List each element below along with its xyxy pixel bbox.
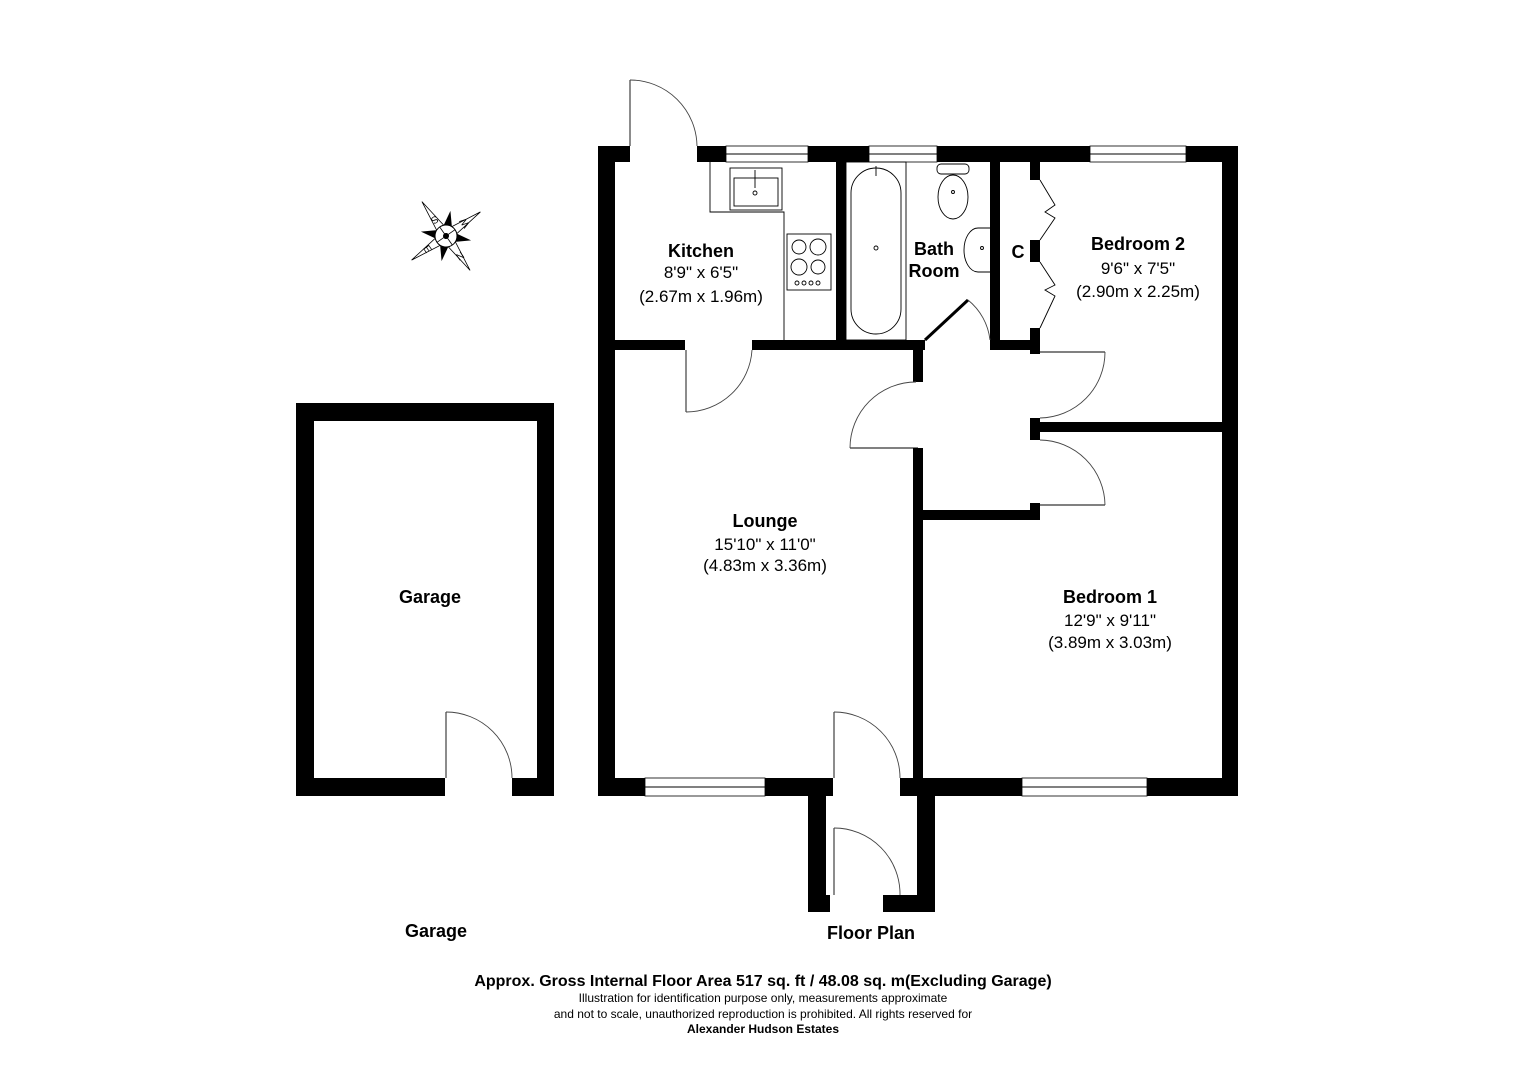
lounge-door xyxy=(849,381,918,449)
hob-icon xyxy=(786,233,832,291)
kitchen-counter xyxy=(709,162,785,340)
bedroom2-door xyxy=(1039,351,1106,419)
floor-area: Approx. Gross Internal Floor Area 517 sq… xyxy=(474,973,1051,990)
bathroom-door xyxy=(923,298,991,342)
kitchen-door xyxy=(685,349,753,413)
bedroom1-metric: (3.89m x 3.03m) xyxy=(1048,633,1172,652)
bathroom-label: Bath Room xyxy=(909,239,960,281)
bedroom1-label: Bedroom 1 12'9" x 9'11" (3.89m x 3.03m) xyxy=(1048,587,1172,652)
bedroom1-name: Bedroom 1 xyxy=(1063,587,1157,607)
footer: Approx. Gross Internal Floor Area 517 sq… xyxy=(474,973,1051,1036)
entrance-outer-door xyxy=(833,827,901,896)
entrance-inner-door xyxy=(833,711,901,779)
interior-walls xyxy=(598,146,1238,778)
bedroom2-metric: (2.90m x 2.25m) xyxy=(1076,282,1200,301)
bedroom1-imperial: 12'9" x 9'11" xyxy=(1064,611,1156,630)
floor-plan-title: Floor Plan xyxy=(827,923,915,943)
toilet-icon xyxy=(936,163,970,220)
bathtub-icon xyxy=(845,161,907,341)
bedroom1-door xyxy=(1039,439,1106,506)
compass-rose-icon: S N E W xyxy=(411,201,481,271)
bathroom-name-1: Bath xyxy=(914,239,954,259)
garage-walls xyxy=(296,403,554,796)
disclaimer-line-2: and not to scale, unauthorized reproduct… xyxy=(554,1007,972,1021)
disclaimer-line-1: Illustration for identification purpose … xyxy=(579,991,948,1005)
cupboard-bifold-doors xyxy=(1039,179,1056,329)
cupboard-label: C xyxy=(1012,242,1025,262)
garage-room-label: Garage xyxy=(399,587,461,607)
bedroom2-imperial: 9'6" x 7'5" xyxy=(1101,259,1175,278)
bedroom2-name: Bedroom 2 xyxy=(1091,234,1185,254)
kitchen-external-door xyxy=(629,79,698,147)
kitchen-metric: (2.67m x 1.96m) xyxy=(639,287,763,306)
kitchen-sink-icon xyxy=(729,167,783,211)
kitchen-label: Kitchen 8'9" x 6'5" (2.67m x 1.96m) xyxy=(639,241,763,306)
kitchen-imperial: 8'9" x 6'5" xyxy=(664,263,738,282)
bedroom2-label: Bedroom 2 9'6" x 7'5" (2.90m x 2.25m) xyxy=(1076,234,1200,301)
company-name: Alexander Hudson Estates xyxy=(687,1022,839,1036)
garage-door xyxy=(445,711,513,779)
basin-icon xyxy=(963,227,990,273)
lounge-imperial: 15'10" x 11'0" xyxy=(714,535,815,554)
garage-plan-title: Garage xyxy=(405,921,467,941)
kitchen-name: Kitchen xyxy=(668,241,734,261)
lounge-label: Lounge 15'10" x 11'0" (4.83m x 3.36m) xyxy=(703,511,827,575)
lounge-metric: (4.83m x 3.36m) xyxy=(703,556,827,575)
lounge-name: Lounge xyxy=(733,511,798,531)
exterior-walls xyxy=(598,145,1238,912)
bathroom-name-2: Room xyxy=(909,261,960,281)
